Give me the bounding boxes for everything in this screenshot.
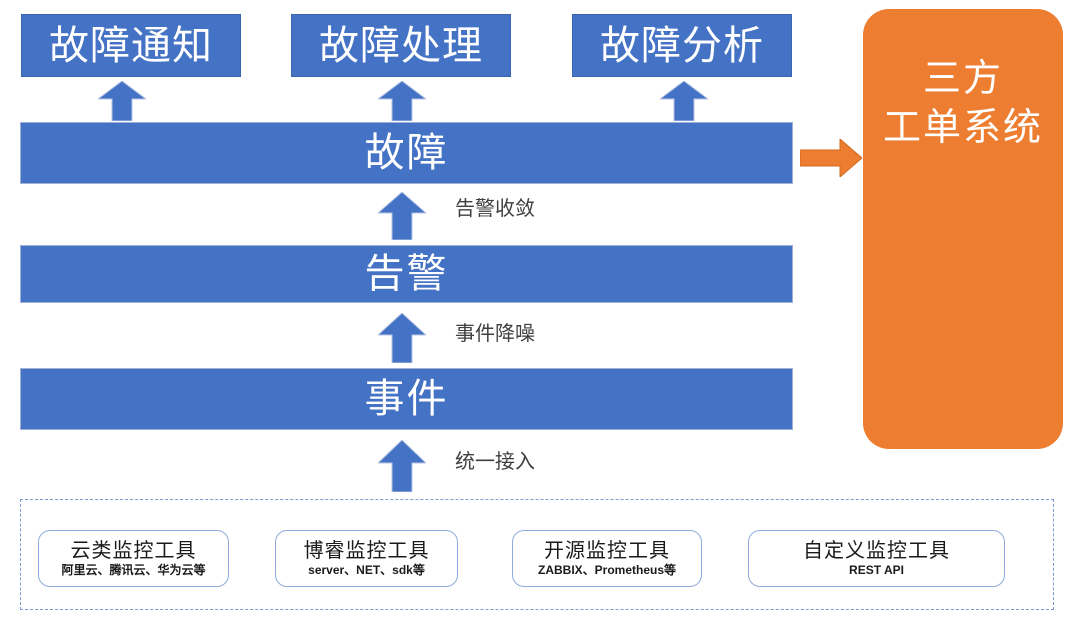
up-arrow-icon-event-to-alert — [378, 313, 426, 363]
tool-chip-subtitle: ZABBIX、Prometheus等 — [537, 563, 677, 577]
outcome-box-fault-notification[interactable]: 故障通知 — [21, 14, 241, 77]
tool-chip-subtitle: 阿里云、腾讯云、华为云等 — [61, 563, 206, 577]
tool-chip-bonree-monitoring[interactable]: 博睿监控工具 server、NET、sdk等 — [275, 530, 458, 587]
monitoring-sources-container — [20, 499, 1054, 610]
outcome-box-fault-analysis[interactable]: 故障分析 — [572, 14, 792, 77]
outcome-box-label: 故障分析 — [600, 23, 764, 68]
flow-label-event-denoise: 事件降噪 — [455, 323, 535, 345]
right-arrow-icon-to-external-system — [800, 139, 862, 177]
stage-bar-label: 故障 — [364, 131, 449, 175]
flow-label-alert-convergence: 告警收敛 — [455, 198, 535, 220]
external-system-line2: 工单系统 — [882, 106, 1043, 149]
external-system-panel[interactable]: 三方 工单系统 — [863, 9, 1063, 449]
tool-chip-subtitle: REST API — [849, 563, 904, 577]
tool-chip-title: 云类监控工具 — [70, 540, 197, 562]
up-arrow-icon-tools-to-event — [378, 440, 426, 492]
stage-bar-fault[interactable]: 故障 — [20, 122, 793, 184]
outcome-box-fault-handling[interactable]: 故障处理 — [291, 14, 511, 77]
tool-chip-cloud-monitoring[interactable]: 云类监控工具 阿里云、腾讯云、华为云等 — [38, 530, 229, 587]
tool-chip-opensource-monitoring[interactable]: 开源监控工具 ZABBIX、Prometheus等 — [512, 530, 702, 587]
outcome-box-label: 故障处理 — [319, 23, 483, 68]
up-arrow-icon-to-fault-notification — [98, 81, 146, 121]
outcome-box-label: 故障通知 — [49, 23, 213, 68]
tool-chip-title: 博睿监控工具 — [303, 540, 430, 562]
stage-bar-event[interactable]: 事件 — [20, 368, 793, 430]
tool-chip-title: 开源监控工具 — [544, 540, 670, 562]
stage-bar-label: 告警 — [364, 252, 449, 296]
tool-chip-subtitle: server、NET、sdk等 — [308, 563, 425, 577]
stage-bar-label: 事件 — [364, 377, 449, 421]
up-arrow-icon-to-fault-analysis — [660, 81, 708, 121]
external-system-line1: 三方 — [922, 58, 1003, 100]
stage-bar-alert[interactable]: 告警 — [20, 245, 793, 303]
tool-chip-custom-monitoring[interactable]: 自定义监控工具 REST API — [748, 530, 1005, 587]
tool-chip-title: 自定义监控工具 — [803, 540, 950, 562]
up-arrow-icon-alert-to-fault — [378, 192, 426, 240]
flow-label-unified-access: 统一接入 — [455, 451, 535, 473]
up-arrow-icon-to-fault-handling — [378, 81, 426, 121]
